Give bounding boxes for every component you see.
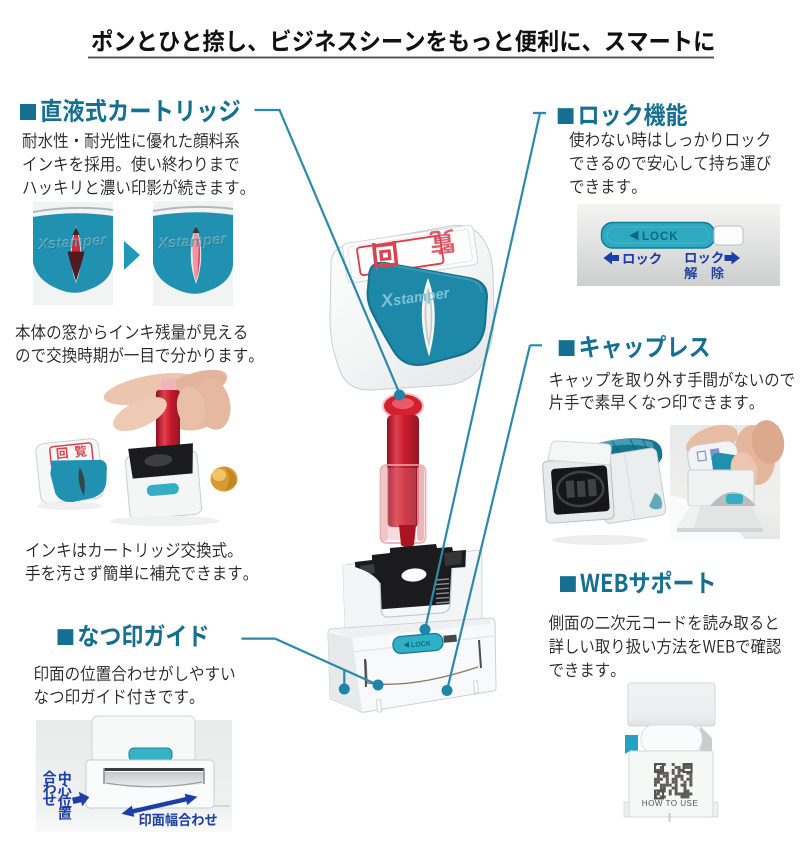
svg-text:HOW TO USE: HOW TO USE: [642, 799, 699, 808]
svg-text:Xstamper: Xstamper: [157, 231, 229, 253]
svg-text:LOCK: LOCK: [411, 640, 431, 649]
svg-text:Xstamper: Xstamper: [37, 231, 109, 253]
svg-text:Xstamper: Xstamper: [37, 232, 109, 254]
svg-text:Xstamper: Xstamper: [157, 230, 229, 252]
svg-text:LOCK: LOCK: [642, 231, 679, 243]
